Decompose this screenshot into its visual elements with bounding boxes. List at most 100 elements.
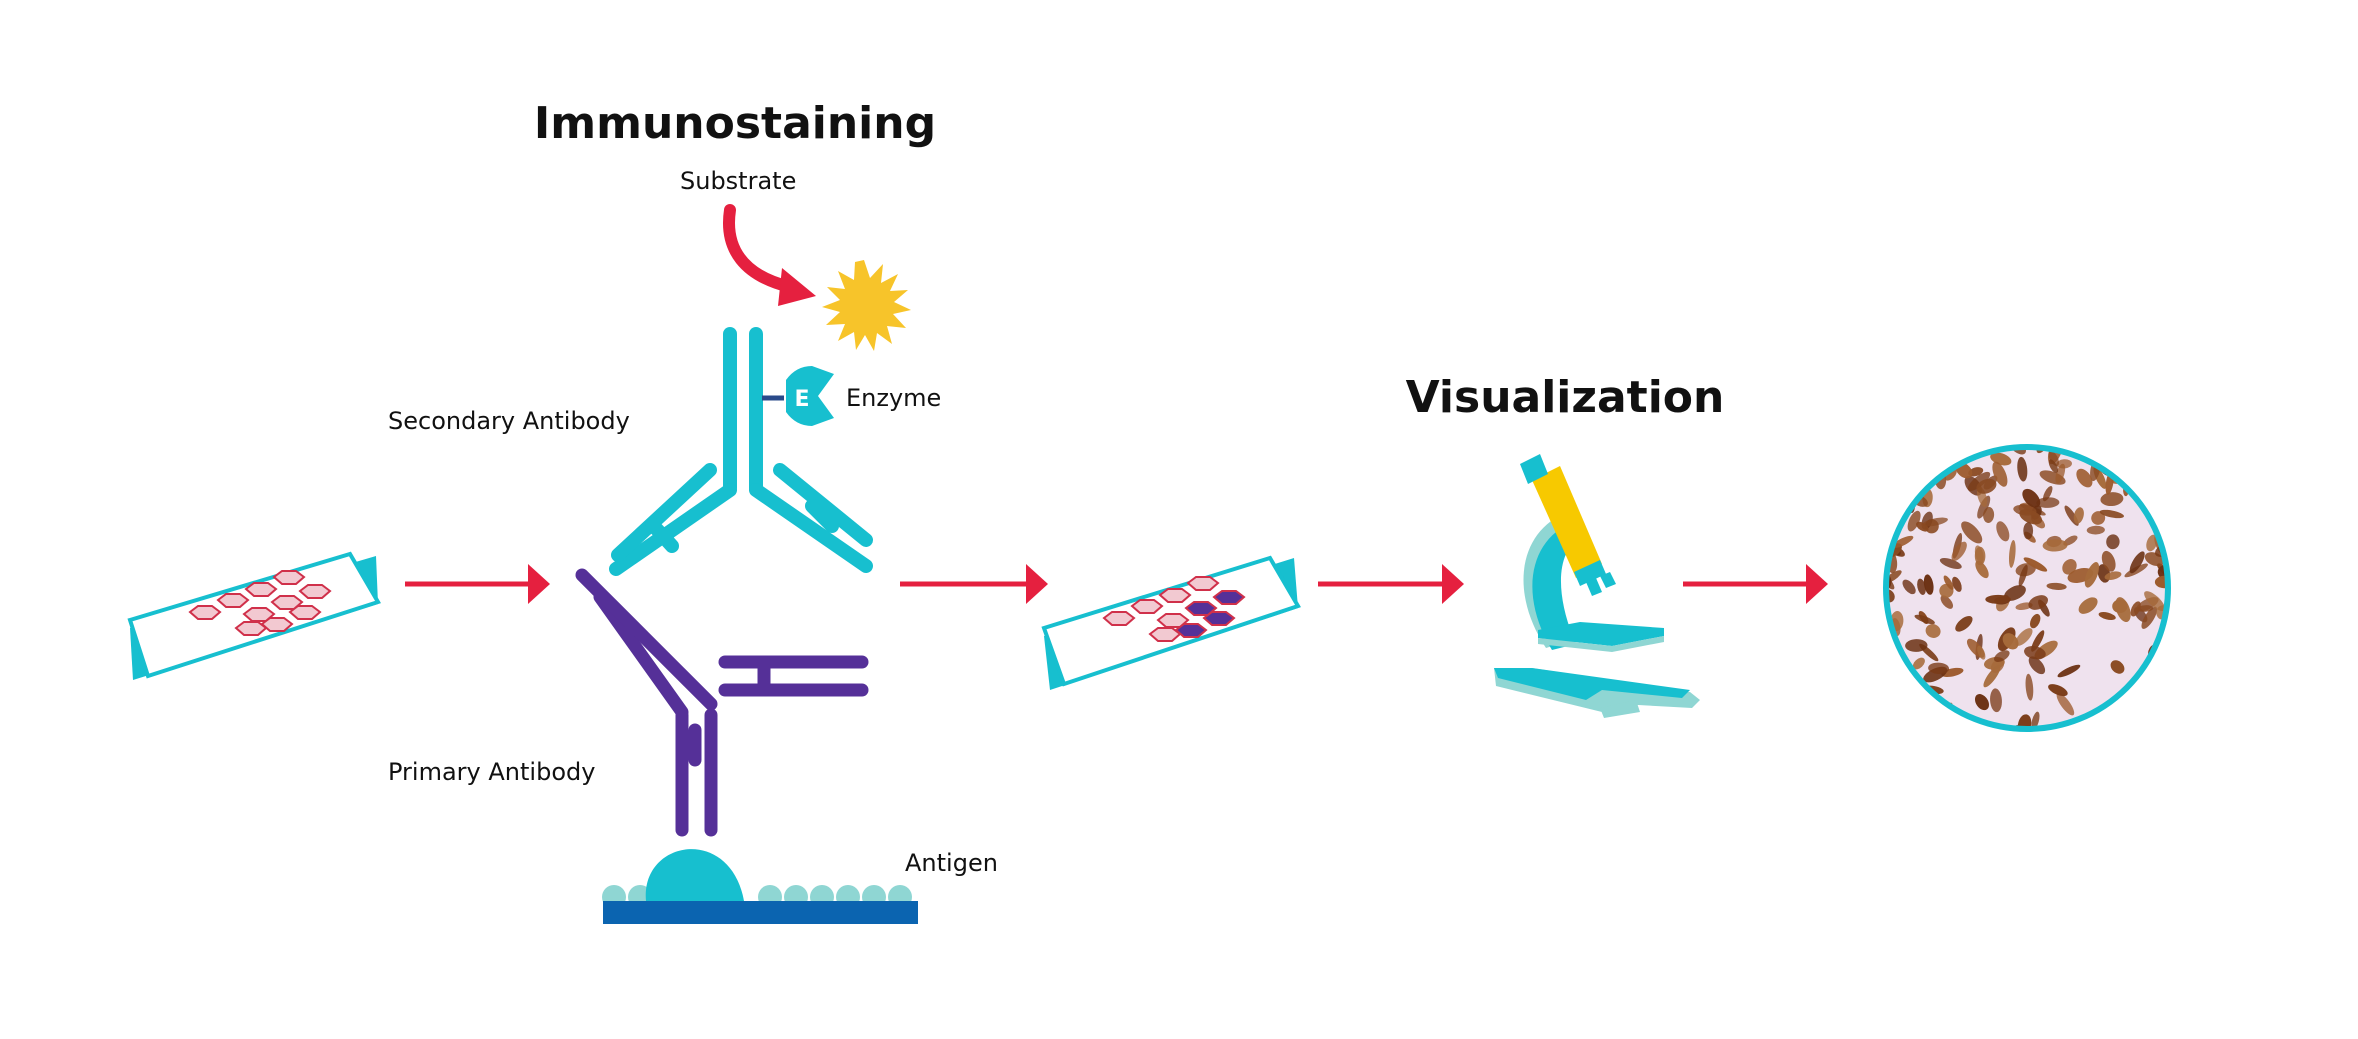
nucleus xyxy=(2150,503,2168,517)
nucleus xyxy=(2099,447,2122,458)
nucleus xyxy=(1887,711,1915,721)
nucleus xyxy=(1928,662,1950,675)
nucleus xyxy=(1951,541,1967,561)
antigen xyxy=(645,849,744,901)
nucleus xyxy=(2141,606,2158,629)
nucleus xyxy=(2143,447,2161,452)
nucleus xyxy=(2101,550,2116,572)
arrow-icon xyxy=(900,564,1048,604)
nucleus xyxy=(2046,582,2067,590)
nucleus xyxy=(2030,613,2041,629)
slide-icon xyxy=(1041,555,1301,690)
nucleus xyxy=(2008,539,2016,568)
nucleus xyxy=(1955,616,1973,632)
antigen-surface xyxy=(602,885,918,924)
svg-text:E: E xyxy=(794,387,809,412)
nucleus xyxy=(2100,723,2116,729)
nucleus xyxy=(1907,510,1921,532)
nucleus xyxy=(1912,657,1925,670)
nucleus xyxy=(2022,488,2041,508)
nucleus xyxy=(2148,487,2163,500)
nucleus xyxy=(2015,628,2033,646)
nucleus xyxy=(2023,522,2034,540)
nucleus xyxy=(2100,492,2124,507)
nucleus xyxy=(2112,599,2128,614)
nucleus xyxy=(2018,564,2028,587)
nucleus xyxy=(2158,672,2168,683)
nucleus xyxy=(2104,571,2122,580)
nucleus xyxy=(1892,535,1914,548)
nucleus xyxy=(2079,439,2098,446)
nucleus xyxy=(1985,594,2011,604)
nucleus xyxy=(1925,624,1941,638)
nucleus xyxy=(1905,639,1928,652)
nucleus xyxy=(2098,611,2116,621)
nucleus xyxy=(1895,463,1905,478)
sun-icon xyxy=(822,260,911,351)
nucleus xyxy=(2146,455,2159,479)
nucleus xyxy=(2099,509,2124,519)
nucleus xyxy=(2004,585,2026,601)
nucleus xyxy=(2091,511,2106,525)
nucleus xyxy=(2154,575,2168,589)
micrograph-image xyxy=(1870,430,2171,732)
nucleus xyxy=(1914,614,1935,625)
nucleus xyxy=(2048,684,2068,697)
nucleus xyxy=(1990,688,2002,713)
nucleus xyxy=(2130,601,2141,617)
nucleus xyxy=(1922,517,1948,527)
nucleus xyxy=(2084,562,2100,588)
nucleus xyxy=(1967,471,1991,491)
nucleus xyxy=(2015,602,2033,610)
nucleus xyxy=(2023,557,2048,572)
primary-antibody xyxy=(575,568,869,837)
nucleus xyxy=(2017,456,2028,482)
stained-tissue-hexagons xyxy=(1102,576,1246,642)
nucleus xyxy=(2028,595,2048,610)
nucleus xyxy=(2019,509,2043,525)
nucleus xyxy=(1983,665,2001,688)
nucleus xyxy=(1943,575,1954,590)
nucleus xyxy=(1976,478,1997,494)
nucleus xyxy=(2144,591,2166,612)
substrate-label: Substrate xyxy=(680,167,796,195)
nucleus xyxy=(1961,521,1983,544)
nucleus xyxy=(1886,430,1913,450)
tissue-hexagons xyxy=(188,570,332,636)
antigen-label: Antigen xyxy=(905,849,998,877)
nucleus xyxy=(2042,539,2068,552)
arrow-icon xyxy=(405,564,550,604)
nucleus xyxy=(1944,447,1967,452)
nucleus xyxy=(1870,564,1883,583)
nucleus xyxy=(2056,692,2075,716)
nucleus xyxy=(1916,521,1929,532)
nucleus xyxy=(1886,679,1895,696)
nucleus xyxy=(2146,534,2158,552)
nucleus xyxy=(2042,485,2053,502)
nucleus xyxy=(2155,455,2168,476)
nucleus xyxy=(1886,727,1896,729)
nucleus xyxy=(1958,447,1978,454)
substrate-arrow xyxy=(723,204,816,306)
nucleus xyxy=(1886,476,1896,492)
nucleus xyxy=(1886,712,1900,727)
visualization-title: Visualization xyxy=(1406,372,1725,423)
nucleus xyxy=(2072,447,2084,450)
nucleus xyxy=(2048,450,2060,467)
nucleus xyxy=(2036,497,2060,508)
nucleus xyxy=(1940,595,1954,609)
nucleus xyxy=(2129,551,2145,574)
secondary-antibody xyxy=(609,327,873,576)
nucleus xyxy=(1975,694,1989,711)
nucleus xyxy=(2057,664,2081,678)
nucleus xyxy=(1894,447,1919,465)
immunostaining-title: Immunostaining xyxy=(534,98,936,149)
nucleus xyxy=(2073,507,2084,524)
nucleus xyxy=(2107,448,2115,465)
nucleus xyxy=(2076,468,2093,488)
nucleus xyxy=(2110,660,2125,674)
nucleus xyxy=(2161,456,2168,470)
slide-icon xyxy=(127,551,381,680)
nucleus xyxy=(2031,711,2040,729)
nucleus xyxy=(2106,534,2120,550)
